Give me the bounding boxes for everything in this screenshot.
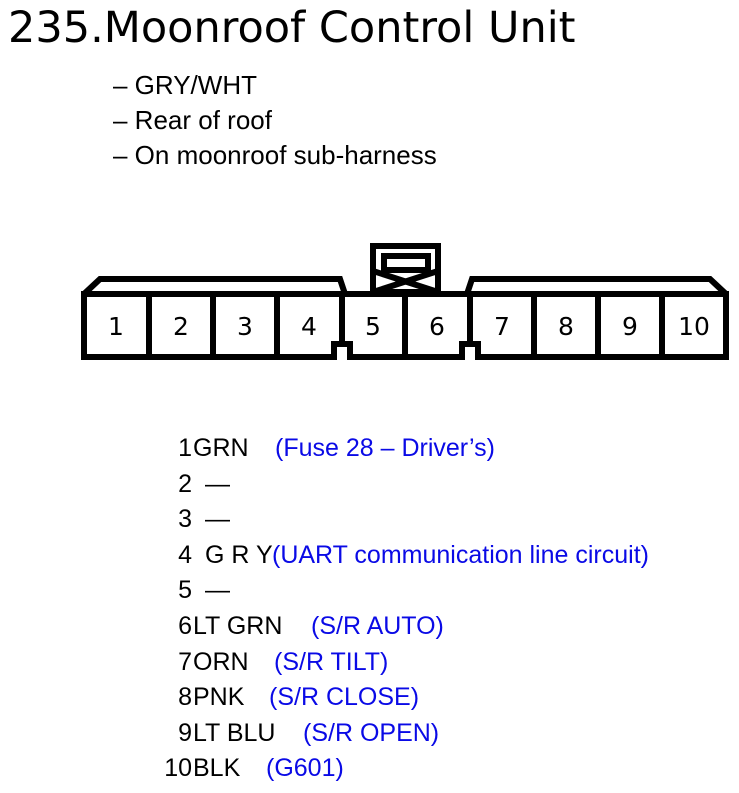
connector-pin-8: 8 xyxy=(558,312,574,341)
pin-number: 10 xyxy=(164,754,192,783)
connector-pin-9: 9 xyxy=(622,312,638,341)
pin-row-4: 4 G R Y(UART communication line circuit) xyxy=(0,537,739,573)
pin-number: 9 xyxy=(178,718,192,747)
connector-lock-tab-inner xyxy=(381,253,431,273)
wire-color: BLK xyxy=(193,754,241,783)
wire-color: PNK xyxy=(193,683,245,712)
connector-pin-3: 3 xyxy=(237,312,253,341)
pin-row-5: 5— xyxy=(0,572,739,608)
note-location: – Rear of roof xyxy=(113,105,272,135)
connector-top-outline-right xyxy=(464,276,729,297)
circuit-description: (S/R TILT) xyxy=(274,647,389,676)
pin-number: 7 xyxy=(178,647,192,676)
note-harness: – On moonroof sub-harness xyxy=(113,140,437,170)
note-color: – GRY/WHT xyxy=(113,70,257,100)
pin-row-3: 3— xyxy=(0,501,739,537)
circuit-description: (G601) xyxy=(266,754,344,783)
pin-number: 6 xyxy=(178,612,192,640)
page-title: 235.Moonroof Control Unit xyxy=(8,3,576,53)
pin-number: 5 xyxy=(178,576,192,605)
wire-color: ORN xyxy=(193,647,249,676)
pin-number: 3 xyxy=(178,505,192,534)
wire-color: LT BLU xyxy=(193,718,276,747)
wire-color: — xyxy=(205,576,230,605)
circuit-description: (S/R CLOSE) xyxy=(269,683,420,712)
connector-top-outline xyxy=(81,276,348,297)
connector-body xyxy=(81,291,729,360)
connector-diagram: 1 2 3 4 5 6 7 8 9 10 xyxy=(81,243,729,360)
wire-color: GRN xyxy=(193,434,249,462)
pin-row-2: 2— xyxy=(0,466,739,502)
connector-pin-1: 1 xyxy=(108,312,124,341)
connector-pin-6: 6 xyxy=(429,312,445,341)
circuit-description: (Fuse 28 – Driver’s) xyxy=(275,434,495,462)
connector-pin-7: 7 xyxy=(494,312,510,341)
wire-color: — xyxy=(205,505,230,534)
connector-pin-10: 10 xyxy=(678,312,710,341)
pin-number: 2 xyxy=(178,469,192,498)
connector-notes: – GRY/WHT – Rear of roof – On moonroof s… xyxy=(113,68,437,173)
connector-pin-2: 2 xyxy=(173,312,189,341)
circuit-description: (S/R OPEN) xyxy=(303,718,440,747)
wire-color: LT GRN xyxy=(193,612,283,640)
connector-pin-4: 4 xyxy=(301,312,317,341)
wire-color: G R Y xyxy=(205,540,273,569)
pin-number: 8 xyxy=(178,683,192,712)
connector-pin-5: 5 xyxy=(365,312,381,341)
wire-color: — xyxy=(205,469,230,498)
circuit-description: (S/R AUTO) xyxy=(311,612,444,640)
pin-number: 1 xyxy=(178,434,192,462)
pin-number: 4 xyxy=(178,540,192,569)
circuit-description: (UART communication line circuit) xyxy=(272,540,649,569)
